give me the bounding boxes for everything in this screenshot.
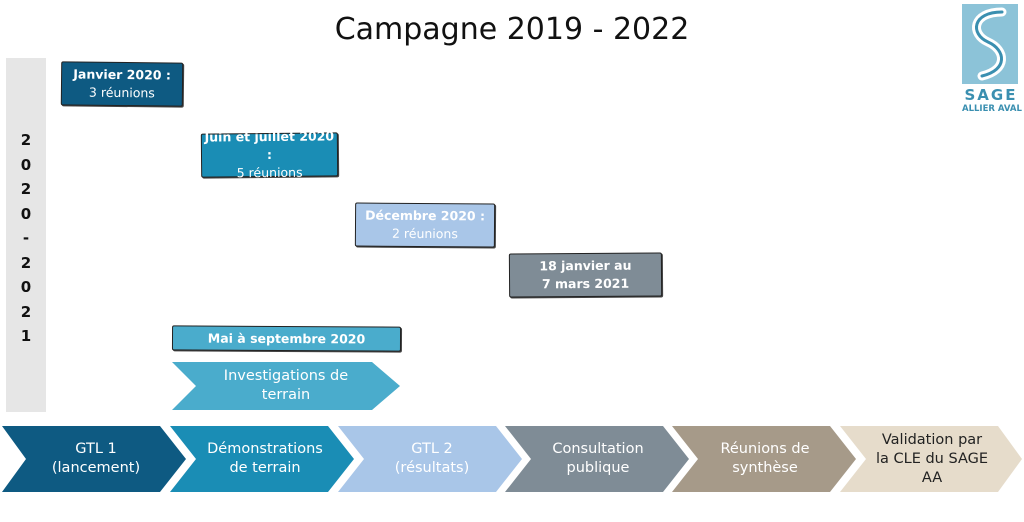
arrow-step-1	[2, 426, 186, 492]
label-line: GTL 1	[75, 441, 117, 457]
label-line: (résultats)	[394, 460, 470, 476]
label-line: publique	[566, 460, 630, 476]
year-char: 2	[20, 302, 32, 321]
year-char: 1	[20, 327, 32, 345]
step-2-label: Démonstrations de terrain	[193, 426, 337, 492]
label-line: (lancement)	[51, 460, 141, 476]
arrow-step-6	[840, 426, 1022, 492]
year-char: 0	[20, 204, 32, 223]
step-4-label: Consultation publique	[528, 426, 668, 492]
year-char: 2	[20, 180, 32, 198]
year-char: -	[22, 229, 30, 247]
label-line: de terrain	[229, 460, 301, 476]
arrow-investigations	[172, 362, 400, 410]
arrow-step-3	[338, 426, 522, 492]
logo-swirl-icon	[972, 7, 1007, 81]
label-line: AA	[921, 469, 943, 486]
investigations-label: Investigations de terrain	[196, 362, 376, 410]
year-column: 2 0 2 0 - 2 0 2 1	[6, 58, 46, 412]
page-title: Campagne 2019 - 2022	[334, 12, 690, 47]
year-char: 0	[20, 155, 32, 174]
label-line: terrain	[261, 387, 311, 403]
logo-emblem	[962, 4, 1018, 84]
arrow-step-5	[672, 426, 856, 492]
label-line: Réunions de	[720, 441, 810, 457]
label-line: GTL 2	[411, 441, 453, 457]
arrow-step-4	[505, 426, 689, 492]
label-line: Validation par	[881, 431, 983, 448]
step-6-label: Validation par la CLE du SAGE AA	[862, 426, 1002, 492]
label-line: Investigations de	[223, 368, 349, 384]
year-char: 0	[20, 278, 32, 296]
logo-text-allier-aval: ALLIER AVAL	[962, 104, 1022, 114]
step-5-label: Réunions de synthèse	[695, 426, 835, 492]
label-line: la CLE du SAGE	[875, 450, 989, 467]
sage-logo: SAGE ALLIER AVAL	[962, 4, 1022, 114]
year-char: 2	[20, 253, 32, 272]
label-line: Démonstrations	[207, 441, 323, 457]
year-char: 2	[20, 131, 32, 149]
label-line: synthèse	[732, 460, 798, 476]
logo-text-sage: SAGE	[964, 86, 1018, 104]
label-line: Consultation	[552, 441, 644, 457]
step-3-label: GTL 2 (résultats)	[362, 426, 502, 492]
step-1-label: GTL 1 (lancement)	[26, 426, 166, 492]
arrow-step-2	[170, 426, 354, 492]
